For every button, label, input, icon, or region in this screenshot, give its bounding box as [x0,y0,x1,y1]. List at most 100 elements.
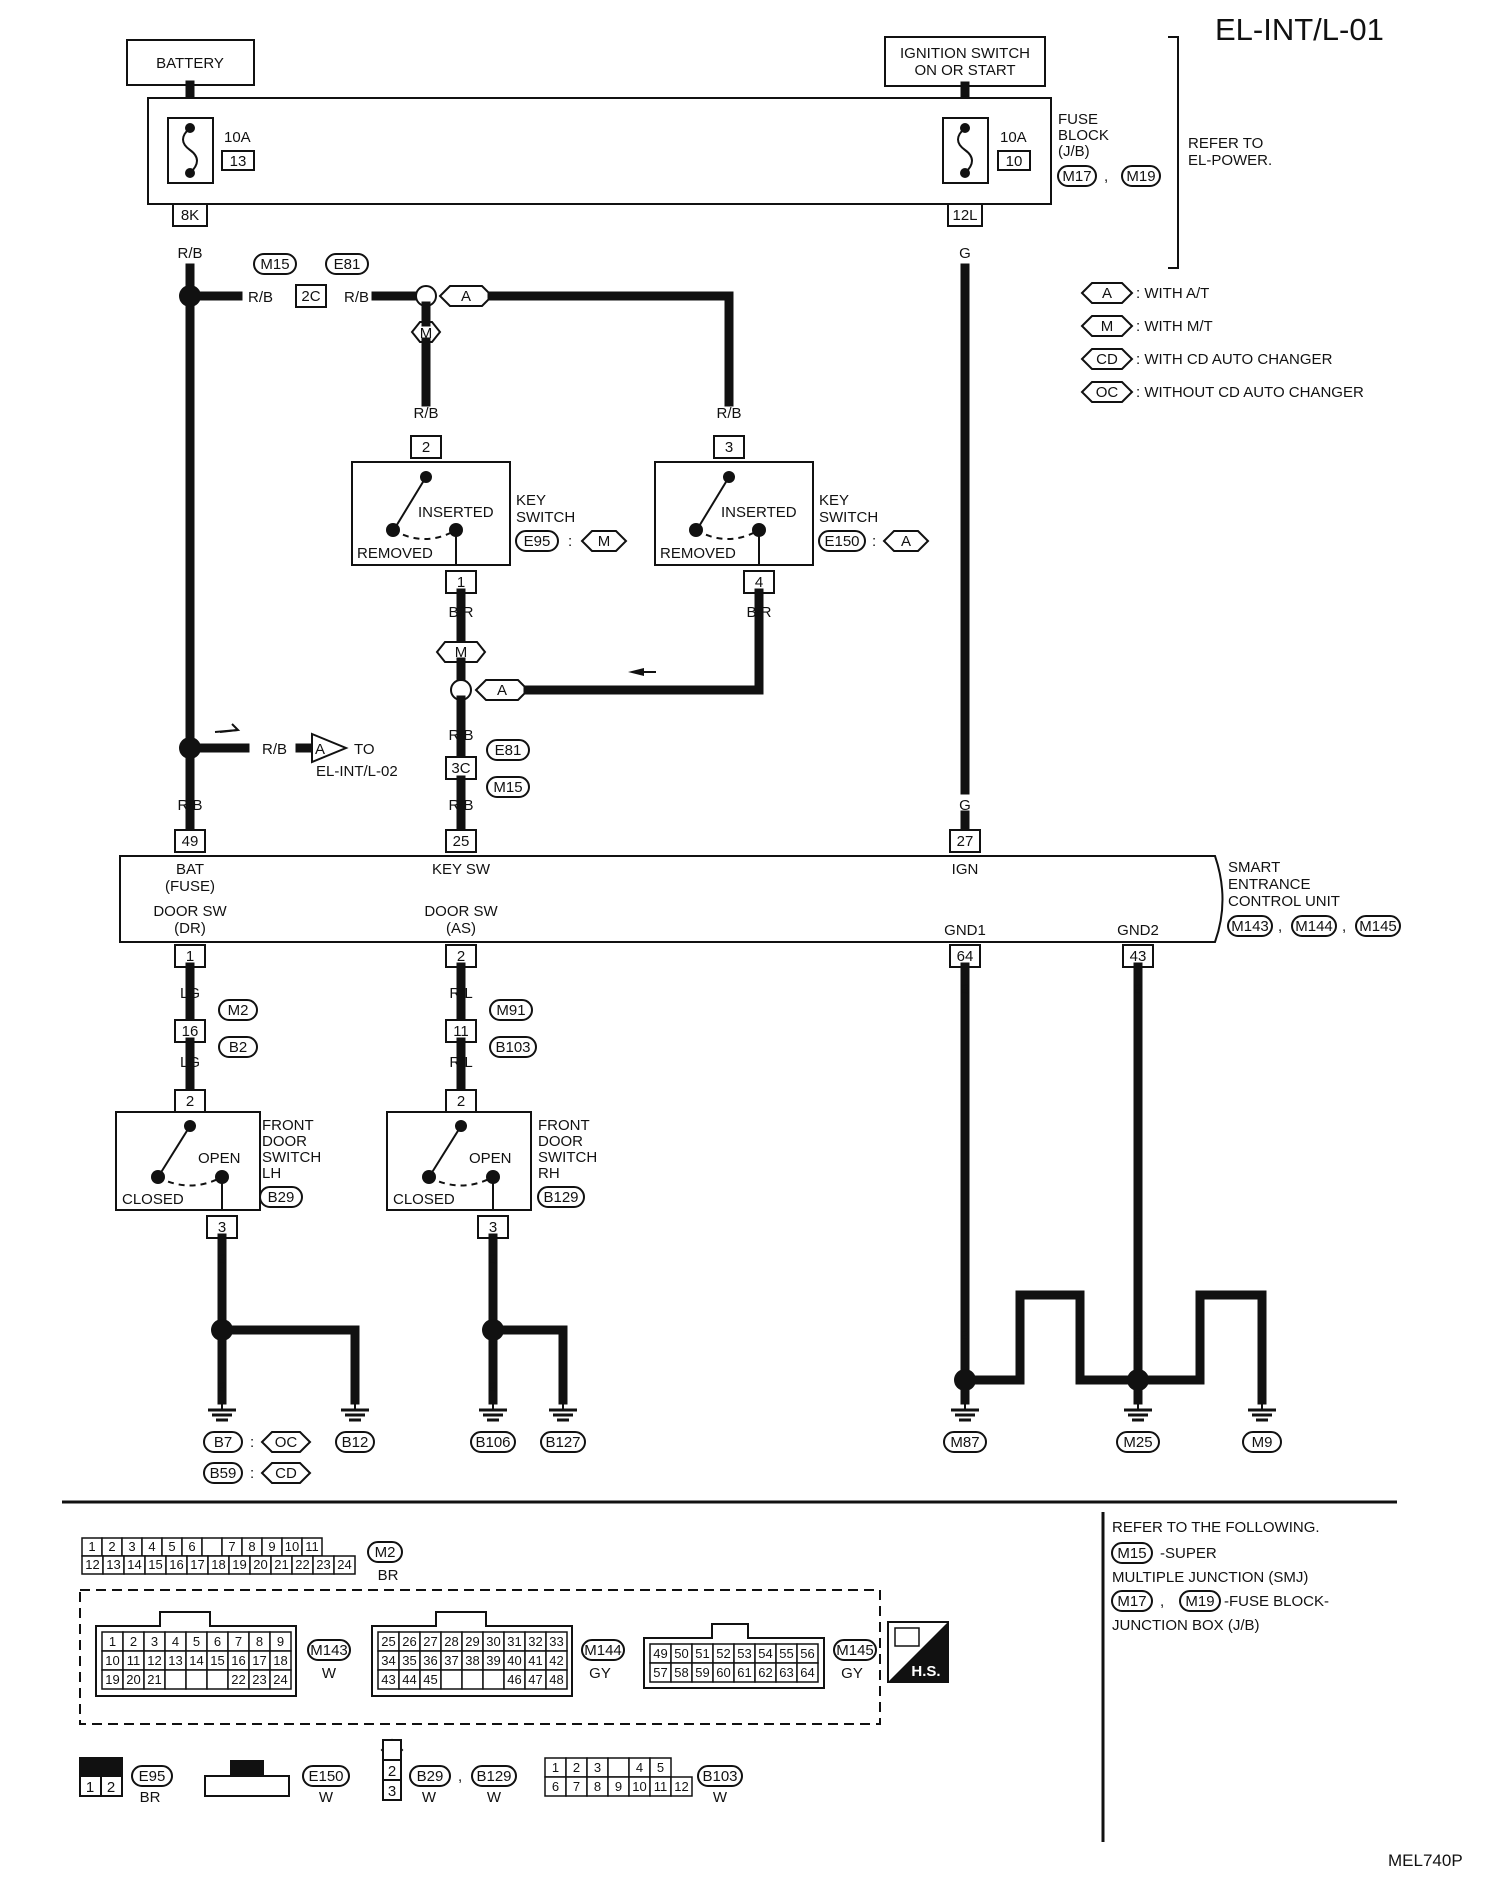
refer-label-2: EL-POWER. [1188,152,1272,169]
svg-text:(DR): (DR) [174,920,206,937]
connector-dashed-group [79,1589,881,1725]
m143-pin-label: 23 [252,1672,266,1687]
svg-text:43: 43 [1130,948,1147,965]
svg-text:2: 2 [457,1093,465,1110]
m143-pin-label: 19 [105,1672,119,1687]
m144-pin-label: 48 [549,1672,563,1687]
m144-pin-label: 32 [528,1634,542,1649]
m144-pin-label: 28 [444,1634,458,1649]
svg-text:,: , [1278,918,1282,935]
m145-pin-label: 52 [716,1646,730,1661]
m144-cell [482,1669,505,1690]
m143-pin-label: 17 [252,1653,266,1668]
svg-text:R/L: R/L [449,985,472,1002]
svg-text:R/B: R/B [448,797,473,814]
key-switch-e95-pin-2 [410,435,442,459]
b103-pin-label: 10 [632,1779,646,1794]
m143-pin-label: 9 [277,1634,284,1649]
svg-text:M145: M145 [836,1642,874,1659]
wire-color-rb: R/B [177,245,202,262]
sec-pin-27 [949,829,981,853]
m145-pin-label: 54 [758,1646,772,1661]
m144-pin-label: 25 [381,1634,395,1649]
m143-pin-label: 20 [126,1672,140,1687]
m144-pin-label: 43 [381,1672,395,1687]
svg-text:11: 11 [453,1023,469,1040]
svg-text:M25: M25 [1123,1434,1152,1451]
connector-m2-face-tag [367,1541,403,1563]
svg-text:3: 3 [388,1783,396,1800]
svg-text::: : [872,533,876,550]
m144-pin-label: 30 [486,1634,500,1649]
m2-pin-label: 5 [168,1539,175,1554]
connector-e150-face-tag [302,1765,350,1787]
m143-pin-label: 4 [172,1634,179,1649]
svg-text:B: B [488,1379,498,1396]
legend-oc: : WITHOUT CD AUTO CHANGER [1136,384,1364,401]
svg-text:49: 49 [182,833,199,850]
svg-text:B: B [960,1327,970,1344]
svg-text:2C: 2C [301,288,320,305]
b103-pin-label: 11 [654,1779,668,1794]
svg-text:KEY SW: KEY SW [432,861,491,878]
m143-pin-label: 1 [109,1634,116,1649]
m144-pin-label: 37 [444,1653,458,1668]
b103-pin-label: 8 [594,1779,601,1794]
m145-pin-label: 62 [758,1665,772,1680]
svg-text:M15: M15 [260,256,289,273]
svg-text:FRONT: FRONT [262,1117,314,1134]
m144-pin-label: 42 [549,1653,563,1668]
svg-text:E95: E95 [139,1768,166,1785]
m2-pin-label: 20 [253,1557,267,1572]
refer-note-1: REFER TO THE FOLLOWING. [1112,1519,1320,1536]
svg-text:SWITCH: SWITCH [819,509,878,526]
svg-text:1: 1 [457,574,465,591]
svg-text:R/B: R/B [262,741,287,758]
svg-text:B29: B29 [417,1768,444,1785]
m2-pin-label: 19 [232,1557,246,1572]
svg-text:B: B [1133,981,1143,998]
refer-note-5: JUNCTION BOX (J/B) [1112,1617,1260,1634]
ground-b127-tag [540,1431,586,1453]
m143-pin-label: 6 [214,1634,221,1649]
connector-m143-tag [1227,915,1273,937]
svg-text:,: , [1160,1593,1164,1610]
svg-text:CD: CD [275,1465,297,1482]
svg-text:M9: M9 [1252,1434,1273,1451]
m144-pin-label: 40 [507,1653,521,1668]
svg-text:25: 25 [453,833,470,850]
connector-housing [95,1611,297,1697]
ground-b7-tag [203,1431,243,1453]
svg-text:2: 2 [107,1779,115,1796]
m144-pin-label: 33 [549,1634,563,1649]
m2-pin-label: 14 [127,1557,141,1572]
svg-text:KEY: KEY [516,492,546,509]
fuse-block-label-1: FUSE [1058,111,1098,128]
svg-text:B: B [960,981,970,998]
svg-text:W: W [713,1789,728,1806]
ignition-label-2: ON OR START [914,62,1015,79]
svg-text:B: B [488,1251,498,1268]
connector-m17: M17 [1062,168,1091,185]
svg-text:SWITCH: SWITCH [516,509,575,526]
m143-cell [164,1669,187,1690]
ground-m87 [951,1400,979,1422]
svg-text:4: 4 [755,574,763,591]
connector-m19: M19 [1126,168,1155,185]
m2-pin-label: 21 [274,1557,288,1572]
fuse-13-number: 13 [230,153,247,170]
svg-text:,: , [458,1768,462,1785]
svg-text:,: , [1342,918,1346,935]
m144-cell [545,1669,568,1690]
svg-text:2: 2 [186,1093,194,1110]
svg-text:B129: B129 [476,1768,511,1785]
svg-text:M143: M143 [310,1642,348,1659]
m2-pin-label: 12 [85,1557,99,1572]
m2-pin-label: 7 [228,1539,235,1554]
m145-pin-label: 50 [674,1646,688,1661]
svg-text:R/B: R/B [177,797,202,814]
svg-text:SWITCH: SWITCH [262,1149,321,1166]
b103-pin-label: 4 [636,1760,643,1775]
wire-color-g: G [959,245,971,262]
